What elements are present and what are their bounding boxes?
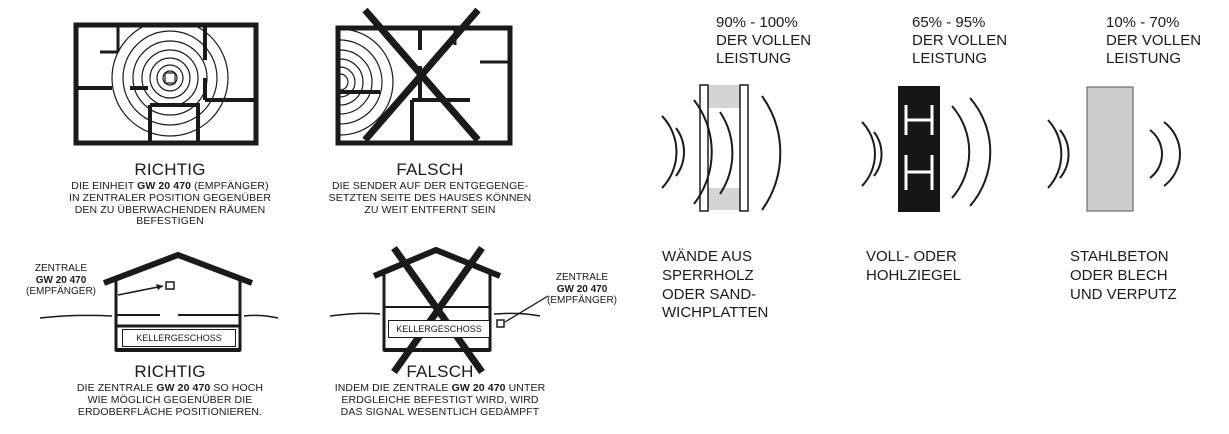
caption-line: ZU WEIT ENTFERNT SEIN: [364, 203, 496, 216]
material-1-label: WÄNDE AUS SPERRHOLZ ODER SAND- WICHPLATT…: [662, 248, 769, 322]
material-2-performance: 65% - 95% DER VOLLEN LEISTUNG: [912, 14, 1052, 68]
panel-4-title: FALSCH: [406, 362, 474, 381]
caption-line: DIE EINHEIT GW 20 470 (EMPFÄNGER): [71, 180, 269, 192]
panel-1-title: RICHTIG: [134, 160, 206, 179]
percent-range: 65% - 95%: [912, 14, 986, 31]
caption-line: DAS SIGNAL WESENTLICH GEDÄMPFT: [340, 405, 540, 418]
wall-brick: [861, 86, 992, 212]
panel-3-basement-label: KELLERGESCHOSS: [122, 329, 236, 347]
caption-line: DIE SENDER AUF DER ENTGEGENGE-: [331, 180, 529, 192]
floorplan-correct: [73, 22, 259, 146]
panel-4-caption: INDEM DIE ZENTRALE GW 20 470 UNTER ERDGL…: [310, 382, 570, 418]
percent-range: 10% - 70%: [1106, 14, 1180, 31]
panel-3-caption: DIE ZENTRALE GW 20 470 SO HOCH WIE MÖGLI…: [40, 382, 300, 418]
house-section-wrong: [329, 245, 549, 375]
material-3-performance: 10% - 70% DER VOLLEN LEISTUNG: [1106, 14, 1226, 68]
material-3-label: STAHLBETON ODER BLECH UND VERPUTZ: [1070, 248, 1177, 303]
caption-line: IN ZENTRALER POSITION GEGENÜBER: [68, 191, 272, 204]
panel-1-caption: DIE EINHEIT GW 20 470 (EMPFÄNGER) IN ZEN…: [40, 180, 300, 228]
caption-line: DIE ZENTRALE GW 20 470 SO HOCH: [76, 382, 264, 394]
wall-concrete: [1047, 86, 1181, 212]
caption-line: INDEM DIE ZENTRALE GW 20 470 UNTER: [334, 382, 546, 394]
panel-3-receiver-label: ZENTRALE GW 20 470 (EMPFÄNGER): [26, 263, 96, 297]
brick-wall-shape: [898, 86, 940, 212]
panel-4-basement-label: KELLERGESCHOSS: [388, 320, 490, 338]
caption-line: DEN ZU ÜBERWACHENDEN RÄUMEN: [74, 203, 266, 216]
concrete-wall-shape: [1086, 86, 1134, 212]
material-1-performance: 90% - 100% DER VOLLEN LEISTUNG: [716, 14, 856, 68]
panel-4-receiver-label: ZENTRALE GW 20 470 (EMPFÄNGER): [547, 272, 617, 306]
percent-range: 90% - 100%: [716, 14, 798, 31]
panel-2-caption: DIE SENDER AUF DER ENTGEGENGE- SETZTEN S…: [300, 180, 560, 216]
material-2-label: VOLL- ODER HOHLZIEGEL: [866, 248, 962, 284]
caption-line: ERDGLEICHE BEFESTIGT WIRD, WIRD: [341, 393, 539, 406]
caption-line: BEFESTIGEN: [136, 215, 204, 228]
wall-plywood: [661, 84, 782, 212]
caption-line: WIE MÖGLICH GEGENÜBER DIE: [87, 393, 253, 406]
panel-2-title: FALSCH: [396, 160, 464, 179]
house-section-correct: [39, 251, 279, 352]
caption-line: SETZTEN SEITE DES HAUSES KÖNNEN: [328, 191, 532, 204]
caption-line: ERDOBERFLÄCHE POSITIONIEREN.: [77, 405, 263, 418]
panel-3-title: RICHTIG: [134, 362, 206, 381]
floorplan-wrong: [335, 7, 513, 146]
